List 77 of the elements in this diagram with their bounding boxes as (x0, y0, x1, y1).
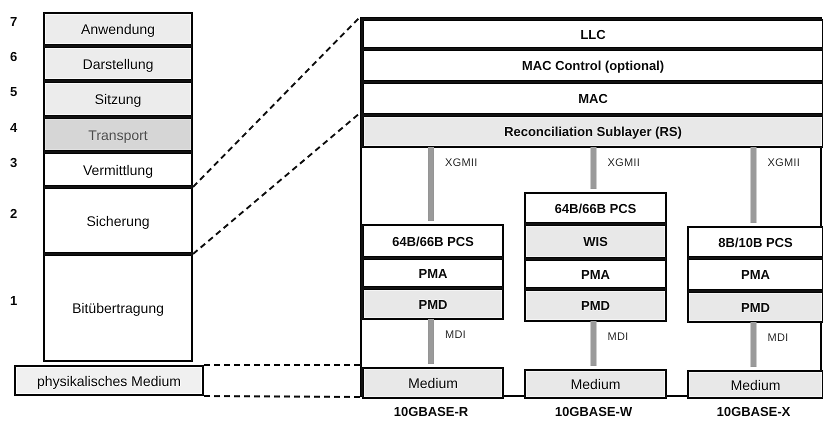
layer-box (362, 82, 823, 115)
variant-label: 10GBASE-X (716, 405, 792, 418)
interface-bar (428, 319, 434, 364)
layer-label: Medium (570, 377, 620, 391)
layer-label: 8B/10B PCS (718, 236, 793, 248)
layer-label: PMA (741, 268, 770, 281)
layer-label: Medium (408, 376, 458, 390)
layer-box (687, 370, 823, 399)
layer-label: MAC (578, 92, 608, 105)
layer-label: PMA (581, 268, 610, 280)
leader-line (204, 364, 360, 366)
layer-number: 5 (10, 85, 18, 98)
layer-number: 2 (10, 206, 18, 220)
layer-label: Sitzung (94, 92, 142, 106)
layer-box (524, 369, 667, 399)
layer-box (362, 258, 504, 288)
layer-box (524, 224, 667, 259)
interface-bar (750, 147, 756, 223)
layer-number: 7 (10, 15, 18, 28)
layer-box (43, 46, 193, 81)
layer-box (362, 19, 823, 49)
layer-box (43, 254, 193, 362)
variant-label: 10GBASE-W (554, 405, 634, 418)
layer-box (687, 226, 823, 258)
interface-bar (428, 147, 434, 221)
interface-label: MDI (608, 332, 628, 343)
layer-box (524, 289, 667, 322)
interface-label: XGMII (608, 158, 640, 169)
interface-label: MDI (768, 333, 788, 344)
layer-box (43, 117, 193, 152)
interface-bar (750, 322, 756, 367)
layer-label: WIS (583, 235, 608, 248)
variant-label: 10GBASE-R (392, 405, 470, 418)
layer-label: Darstellung (82, 56, 154, 70)
layer-label: Medium (730, 378, 780, 392)
layer-box (362, 367, 504, 399)
layer-label: PMA (418, 266, 448, 280)
layer-box (43, 152, 193, 187)
frame-box (360, 17, 822, 397)
layer-box (362, 115, 823, 148)
layer-label: Vermittlung (82, 162, 154, 176)
layer-label: Bitübertragung (72, 301, 164, 315)
layer-label: 64B/66B PCS (392, 234, 474, 248)
layer-box (687, 258, 823, 291)
layer-label: MAC Control (optional) (522, 59, 664, 72)
layer-number: 1 (10, 294, 18, 307)
layer-label: Transport (88, 128, 148, 142)
layer-box (43, 81, 193, 117)
layer-label: physikalisches Medium (37, 374, 181, 388)
layer-number: 3 (10, 156, 18, 168)
layer-label: 64B/66B PCS (554, 202, 636, 214)
layer-box (43, 187, 193, 254)
layer-label: PMD (581, 299, 610, 312)
layer-number: 4 (10, 120, 18, 134)
layer-box (362, 49, 823, 82)
layer-box (524, 192, 667, 224)
interface-label: MDI (445, 330, 466, 341)
layer-box (687, 291, 823, 323)
layer-label: Reconciliation Sublayer (RS) (504, 125, 682, 138)
leader-line (204, 395, 360, 398)
interface-label: XGMII (768, 158, 800, 169)
layer-box (524, 259, 667, 289)
layer-label: Anwendung (81, 22, 155, 36)
layer-number: 6 (10, 50, 18, 62)
interface-bar (590, 147, 596, 189)
layer-box (362, 288, 504, 320)
layer-box (14, 365, 204, 396)
layer-label: LLC (580, 28, 606, 40)
layer-box (43, 12, 193, 46)
layer-label: PMD (418, 298, 448, 310)
leader-line (192, 112, 361, 255)
interface-bar (590, 321, 596, 366)
leader-line (192, 16, 361, 188)
layer-box (362, 224, 504, 258)
layer-label: Sicherung (86, 214, 150, 228)
interface-label: XGMII (445, 158, 478, 169)
layer-label: PMD (741, 300, 770, 314)
